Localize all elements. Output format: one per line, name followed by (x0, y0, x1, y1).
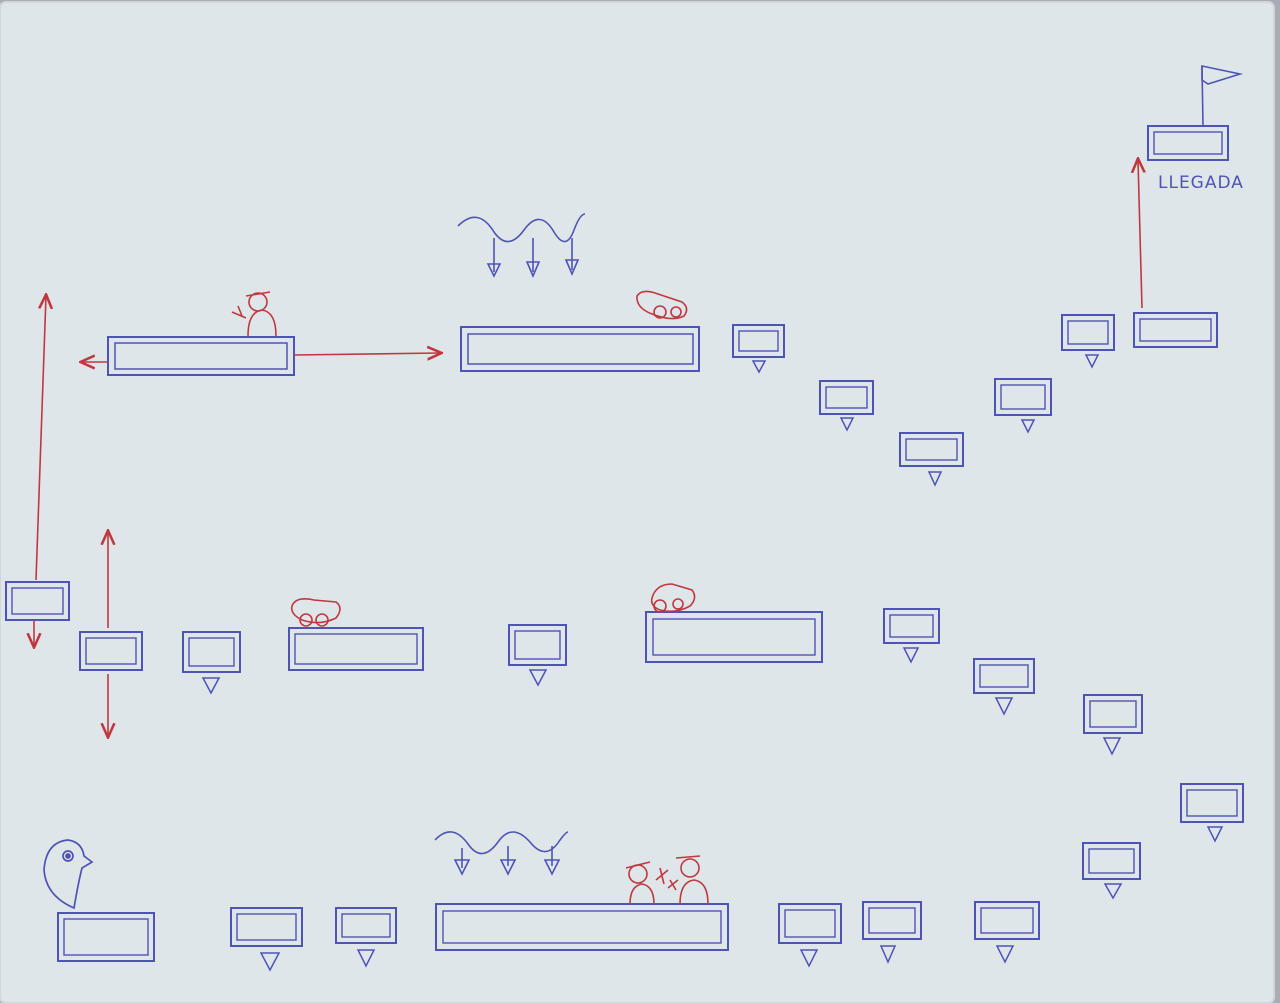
spike-marker-icon (1084, 354, 1100, 369)
platform-inner (1139, 318, 1212, 342)
spike-marker-icon (1103, 883, 1123, 900)
cannon-icon (650, 583, 696, 613)
falling-platform (335, 907, 397, 968)
spike-marker-icon (879, 945, 897, 964)
platform-inner (85, 637, 137, 665)
falling-platform (883, 608, 940, 664)
platform (645, 611, 823, 663)
spike-marker-icon (1020, 419, 1036, 434)
platform-inner (294, 633, 418, 665)
platform (5, 581, 70, 621)
wave-hazard-icon (457, 213, 586, 279)
platform-inner (467, 333, 694, 365)
spike-marker-icon (1206, 826, 1224, 843)
falling-platform (1082, 842, 1141, 900)
goal-label: LLEGADA (1158, 173, 1244, 193)
goal-platform-inner (1153, 131, 1223, 155)
platform-inner (63, 918, 149, 956)
platform-inner (114, 342, 288, 370)
enemy-character-icon (625, 861, 669, 905)
falling-platform (994, 378, 1052, 434)
middle-row (5, 532, 1244, 843)
platform-inner (652, 618, 816, 656)
falling-platform (508, 624, 567, 687)
enemy-character-icon (667, 855, 709, 905)
cannon-icon (290, 598, 341, 627)
goal-flag-icon (1201, 65, 1244, 127)
platform (1133, 312, 1218, 348)
spike-marker-icon (201, 677, 221, 695)
falling-platform (899, 432, 964, 487)
platform (107, 336, 295, 376)
falling-platform (230, 907, 303, 972)
falling-platform (182, 631, 241, 695)
platform-inner (11, 587, 64, 615)
falling-platform (1180, 783, 1244, 843)
spike-marker-icon (528, 669, 548, 687)
spike-marker-icon (995, 945, 1015, 964)
falling-platform (973, 658, 1035, 716)
spike-marker-icon (799, 949, 819, 968)
falling-platform (1061, 314, 1115, 369)
spike-marker-icon (839, 417, 855, 432)
spike-marker-icon (927, 471, 943, 487)
platform (79, 631, 143, 671)
movement-arrow (1138, 160, 1142, 309)
movement-arrow (293, 353, 440, 355)
spike-marker-icon (902, 647, 920, 664)
spike-marker-icon (259, 952, 281, 972)
enemy-character-icon (231, 291, 277, 337)
falling-platform (974, 901, 1040, 964)
goal-platform (1147, 125, 1229, 161)
start-platform (57, 912, 155, 962)
spike-marker-icon (751, 360, 767, 374)
platform (460, 326, 700, 372)
falling-platform (819, 380, 874, 432)
player-bird-icon (43, 839, 94, 910)
platform (435, 903, 729, 951)
falling-platform (778, 903, 842, 968)
platform-inner (442, 910, 722, 944)
bottom-row (43, 831, 1141, 972)
cannon-icon (636, 290, 688, 320)
spike-marker-icon (1102, 737, 1122, 756)
falling-platform (732, 324, 785, 374)
top-row: LLEGADA (35, 65, 1244, 581)
platform (288, 627, 424, 671)
spike-marker-icon (356, 949, 376, 968)
falling-platform (862, 901, 922, 964)
movement-arrow (35, 296, 46, 581)
wave-hazard-icon (434, 831, 569, 876)
spike-marker-icon (994, 697, 1014, 716)
falling-platform (1083, 694, 1143, 756)
